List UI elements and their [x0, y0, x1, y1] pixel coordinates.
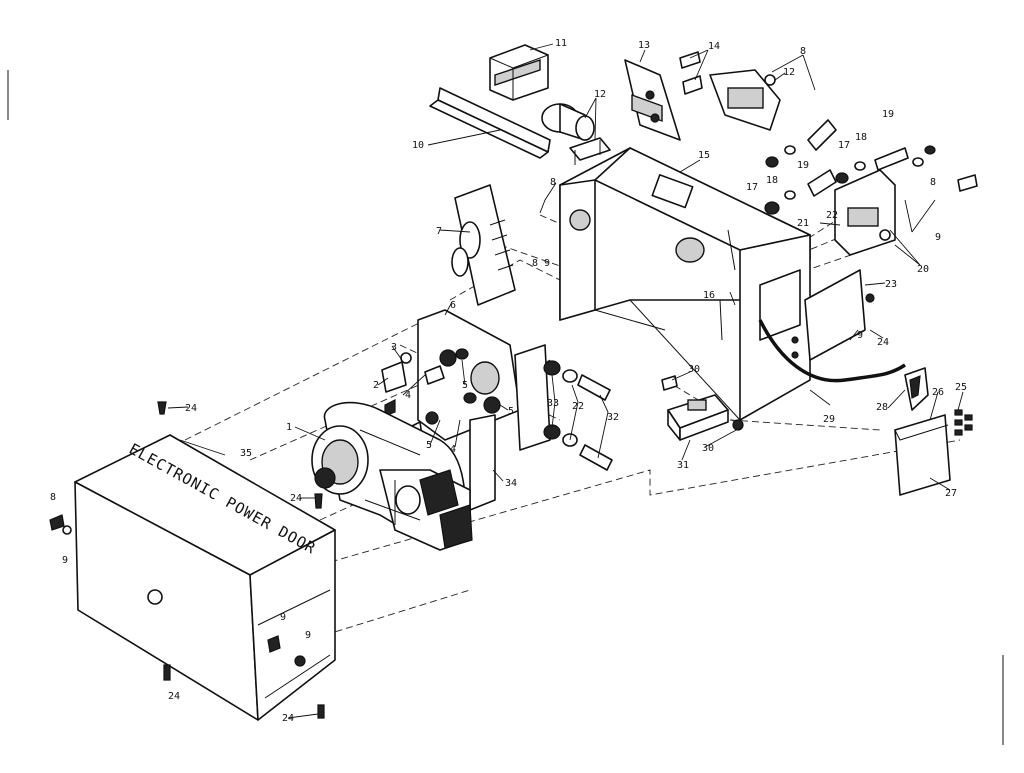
callout-6: 6 [450, 300, 456, 311]
relay-plate [624, 59, 681, 141]
callout-7: 7 [436, 226, 442, 237]
callout-28: 28 [876, 402, 888, 413]
main-chassis [559, 147, 811, 421]
callout-4: 4 [405, 390, 411, 401]
callout-24: 24 [282, 713, 294, 724]
callout-33: 33 [547, 398, 559, 409]
callout-35: 35 [240, 448, 252, 459]
callout-21: 21 [797, 218, 809, 229]
callout-9: 9 [305, 630, 311, 641]
terminal-strip [451, 184, 516, 306]
angle-rail [429, 87, 551, 159]
cover-housing: ELECTRONIC POWER DOOR [74, 434, 336, 721]
power-cord [758, 319, 906, 383]
callout-24: 24 [290, 493, 302, 504]
callout-24: 24 [168, 691, 180, 702]
motor-assembly [311, 401, 473, 551]
callout-26: 26 [932, 387, 944, 398]
callout-16: 16 [703, 290, 715, 301]
callout-9: 9 [280, 612, 286, 623]
plate-screws [679, 51, 703, 95]
callout-22: 22 [572, 401, 584, 412]
callout-30: 30 [688, 364, 700, 375]
callout-12: 12 [594, 89, 606, 100]
callout-23: 23 [885, 279, 897, 290]
callout-29: 29 [823, 414, 835, 425]
capacitor-bracket [569, 137, 611, 165]
callout-19: 19 [882, 109, 894, 120]
callout-5: 5 [462, 380, 468, 391]
bolt-stack-upper [764, 119, 909, 215]
relay-box [804, 269, 875, 361]
callout-2: 2 [373, 380, 379, 391]
transformer [489, 44, 549, 101]
callout-20: 20 [917, 264, 929, 275]
cord-clamp [904, 367, 929, 411]
callout-32: 32 [607, 412, 619, 423]
callout-3: 3 [391, 342, 397, 353]
callout-11: 11 [555, 38, 567, 49]
callout-9: 9 [544, 258, 550, 269]
callout-5: 5 [508, 406, 514, 417]
callout-numbers: 1 2 3 4 4 5 5 5 6 7 8 8 8 8 8 9 9 9 9 9 … [50, 38, 967, 724]
stop-bracket [719, 229, 736, 341]
side-bracket [514, 344, 551, 451]
callout-34: 34 [505, 478, 517, 489]
callout-27: 27 [945, 488, 957, 499]
callout-8: 8 [930, 177, 936, 188]
callout-14: 14 [708, 41, 720, 52]
motor-mount-plate [417, 309, 521, 441]
terminal-block [894, 414, 951, 496]
washer-nut-right [912, 145, 978, 192]
callout-31: 31 [677, 460, 689, 471]
terminal-screws [954, 409, 973, 436]
callout-8: 8 [800, 46, 806, 57]
small-hardware [381, 348, 477, 441]
callout-18: 18 [855, 132, 867, 143]
callout-24: 24 [877, 337, 889, 348]
callout-4: 4 [450, 444, 456, 455]
callout-30: 30 [702, 443, 714, 454]
callout-13: 13 [638, 40, 650, 51]
callout-25: 25 [955, 382, 967, 393]
callout-9: 9 [935, 232, 941, 243]
pulley-bolts [543, 360, 613, 471]
limit-switch-bracket [834, 169, 896, 256]
capacitor [541, 103, 595, 141]
callout-22: 22 [826, 210, 838, 221]
callout-17: 17 [746, 182, 758, 193]
callout-5: 5 [426, 440, 432, 451]
callout-9: 9 [857, 330, 863, 341]
light-socket [709, 69, 781, 131]
callout-8: 8 [550, 177, 556, 188]
motor-rear-plate [469, 414, 496, 511]
callout-15: 15 [698, 150, 710, 161]
callout-9: 9 [62, 555, 68, 566]
callout-18: 18 [766, 175, 778, 186]
leader-lines [167, 43, 964, 719]
callout-19: 19 [797, 160, 809, 171]
callout-1: 1 [286, 422, 292, 433]
callout-8: 8 [532, 258, 538, 269]
callout-24: 24 [185, 403, 197, 414]
control-box [667, 394, 729, 441]
cover-screws [49, 401, 325, 719]
callout-8: 8 [50, 492, 56, 503]
callout-10: 10 [412, 140, 424, 151]
callout-12: 12 [783, 67, 795, 78]
callout-17: 17 [838, 140, 850, 151]
